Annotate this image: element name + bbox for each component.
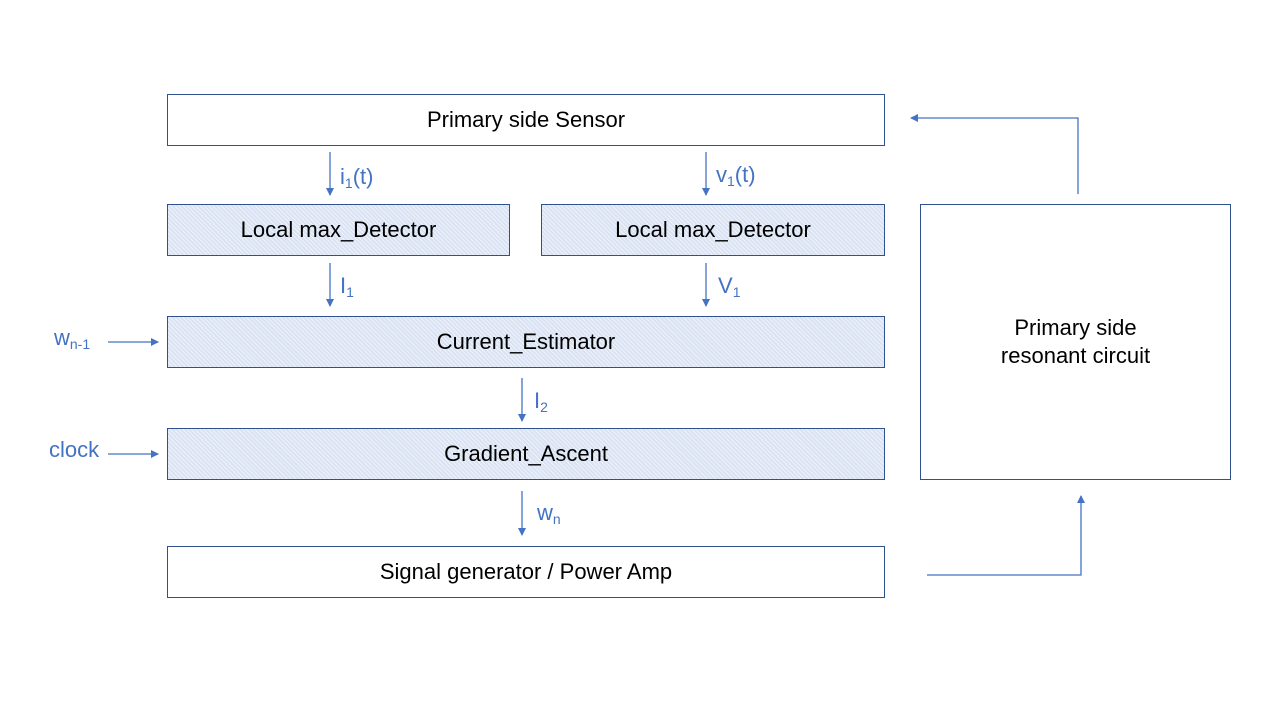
signal-v1t-label: v1(t) <box>716 162 756 189</box>
signal-wn1-label: wn-1 <box>54 325 91 352</box>
current-estimator-block: Current_Estimator <box>167 316 885 368</box>
current-estimator-label: Current_Estimator <box>436 329 616 354</box>
gradient-ascent-label: Gradient_Ascent <box>444 441 608 466</box>
arrow-generator-to-resonant <box>927 495 1085 576</box>
arrow-resonant-to-sensor <box>910 114 1079 194</box>
signal-clock-label: clock <box>49 437 100 462</box>
signal-i1t-label: i1(t) <box>340 164 374 191</box>
local-max-detector-right-block: Local max_Detector <box>541 204 885 256</box>
primary-side-resonant-circuit-block: Primary side resonant circuit <box>920 204 1231 480</box>
gradient-ascent-block: Gradient_Ascent <box>167 428 885 480</box>
signal-generator-block: Signal generator / Power Amp <box>167 546 885 598</box>
signal-generator-label: Signal generator / Power Amp <box>379 559 673 584</box>
primary-side-sensor-label: Primary side Sensor <box>426 107 626 132</box>
primary-side-sensor-block: Primary side Sensor <box>167 94 885 146</box>
local-max-detector-right-label: Local max_Detector <box>615 217 811 242</box>
resonant-circuit-line1: Primary side <box>1014 315 1137 340</box>
signal-V1-label: V1 <box>718 273 741 300</box>
resonant-circuit-text: Primary side resonant circuit <box>1001 314 1150 370</box>
signal-wn-label: wn <box>537 500 561 527</box>
signal-I2-label: I2 <box>534 388 548 415</box>
signal-I1-label: I1 <box>340 273 354 300</box>
resonant-circuit-line2: resonant circuit <box>1000 343 1151 368</box>
local-max-detector-left-block: Local max_Detector <box>167 204 510 256</box>
local-max-detector-left-label: Local max_Detector <box>240 217 437 242</box>
